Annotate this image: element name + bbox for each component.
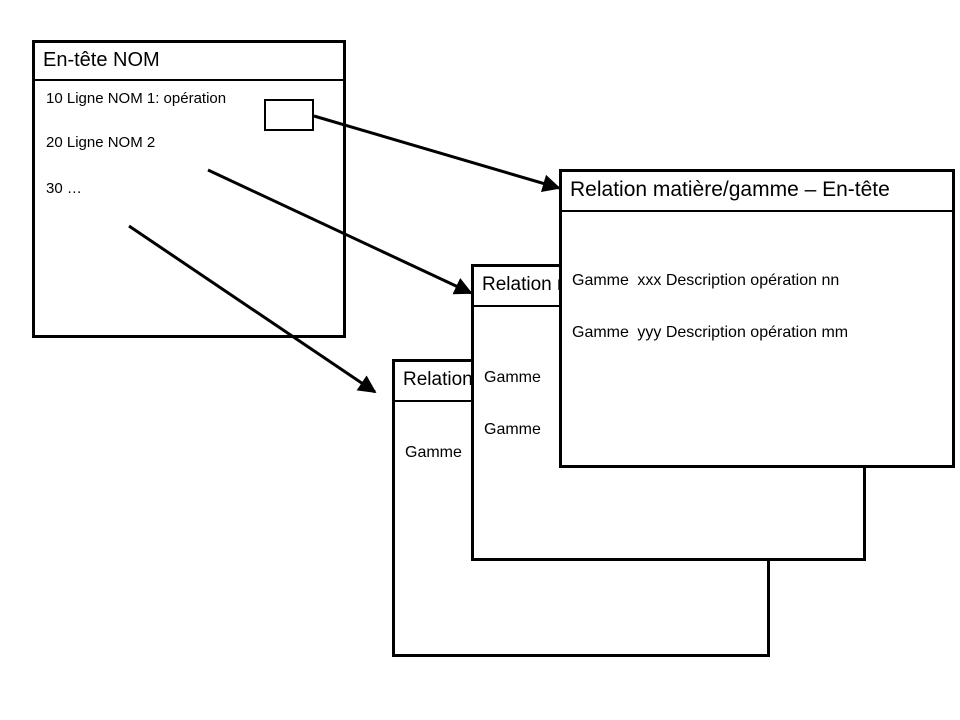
nom-line-20: 20 Ligne NOM 2 bbox=[46, 134, 156, 151]
nom-line-30: 30 … bbox=[46, 180, 82, 197]
relation-middle-row-2-label: Gamme bbox=[484, 421, 541, 438]
nom-header-title: En-tête NOM bbox=[35, 43, 343, 81]
relation-front-row-1-desc: Description opération nn bbox=[665, 272, 840, 289]
relation-back-row-1-label: Gamme bbox=[405, 444, 462, 461]
arrow-line-10-to-front bbox=[313, 114, 561, 193]
relation-front-row-2: Gamme yyy Description opération mm bbox=[572, 324, 848, 342]
relation-front-row-2-label: Gamme bbox=[572, 324, 629, 341]
relation-box-front: Relation matière/gamme – En-tête Gamme x… bbox=[559, 169, 955, 468]
nom-header-box: En-tête NOM 10 Ligne NOM 1: opération 20… bbox=[32, 40, 346, 338]
relation-front-row-1-label: Gamme bbox=[572, 272, 629, 289]
nom-line-10: 10 Ligne NOM 1: opération bbox=[46, 90, 227, 107]
relation-front-row-1-code: xxx bbox=[637, 272, 662, 289]
relation-middle-row-1-label: Gamme bbox=[484, 369, 541, 386]
relation-front-row-2-code: yyy bbox=[637, 324, 662, 341]
relation-front-row-1: Gamme xxx Description opération nn bbox=[572, 272, 839, 290]
relation-front-row-2-desc: Description opération mm bbox=[665, 324, 849, 341]
relation-front-title: Relation matière/gamme – En-tête bbox=[562, 172, 952, 212]
operation-highlight-rect bbox=[264, 99, 314, 131]
